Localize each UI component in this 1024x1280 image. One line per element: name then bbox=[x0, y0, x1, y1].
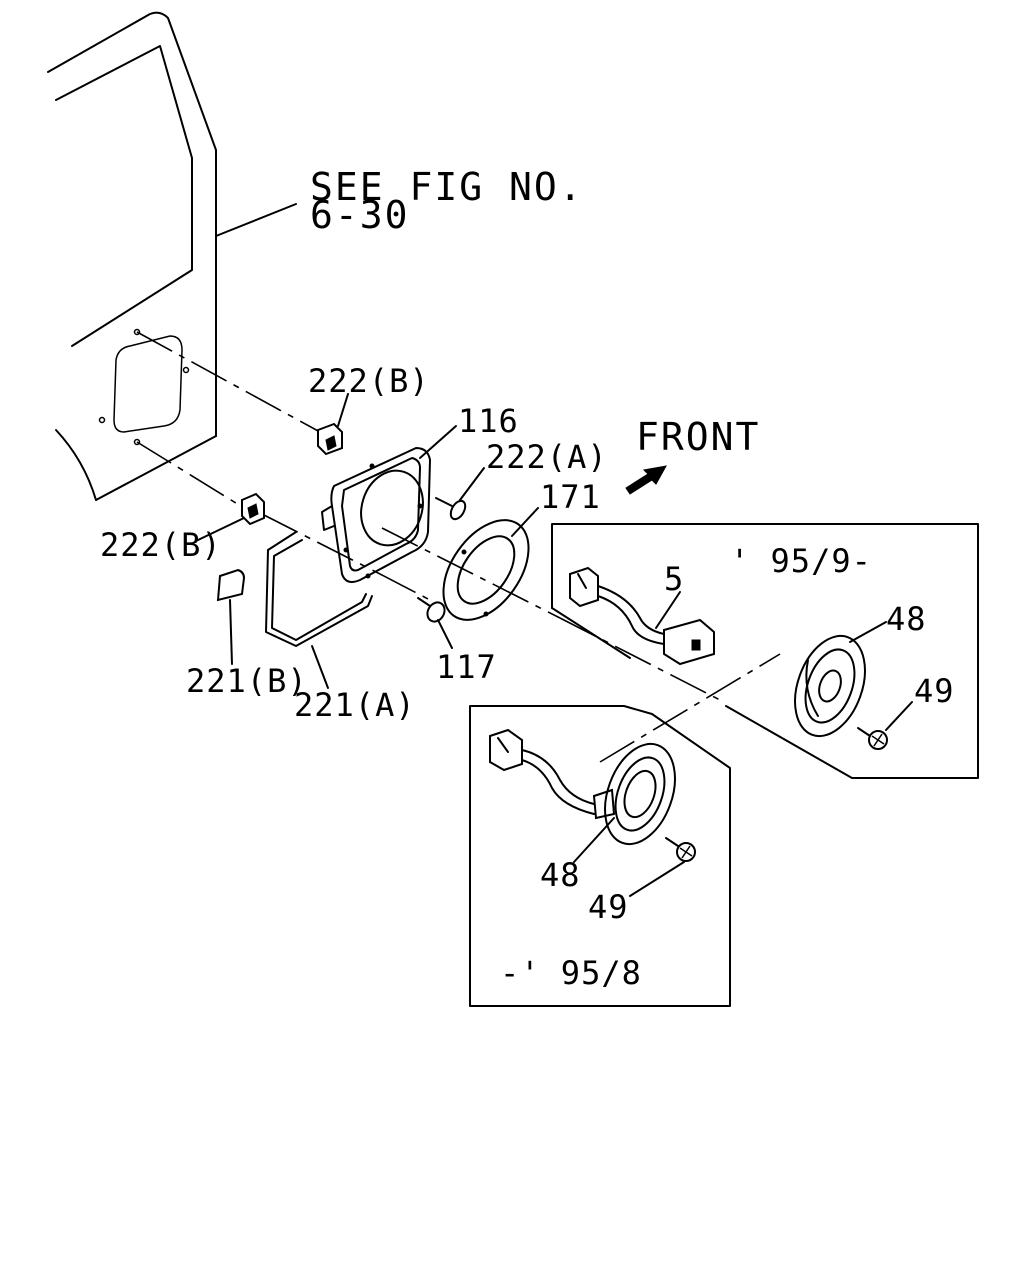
callout-48-late: 48 bbox=[886, 600, 927, 638]
callout-222b-left: 222(B) bbox=[100, 526, 222, 564]
early-variant-box bbox=[469, 705, 731, 1007]
late-variant-box bbox=[551, 523, 979, 779]
variant-label-late: ' 95/9- bbox=[730, 542, 872, 580]
reference-line-1: SEE FIG NO. bbox=[310, 165, 584, 209]
alignment-lines bbox=[136, 331, 781, 763]
callout-116: 116 bbox=[458, 402, 519, 440]
reference-line-2: 6-30 bbox=[310, 193, 410, 237]
seal-221a bbox=[265, 531, 373, 689]
screw-117 bbox=[417, 597, 453, 649]
clip-222b-top bbox=[317, 393, 349, 456]
ring-171 bbox=[442, 507, 539, 621]
screw-222a bbox=[435, 467, 485, 521]
door-panel bbox=[47, 11, 297, 501]
front-label: FRONT bbox=[636, 415, 760, 459]
callout-222a: 222(A) bbox=[486, 438, 608, 476]
callout-117: 117 bbox=[436, 648, 497, 686]
callout-221b: 221(B) bbox=[186, 662, 308, 700]
callout-49-late: 49 bbox=[914, 672, 955, 710]
callout-49-early: 49 bbox=[588, 888, 629, 926]
callout-48-early: 48 bbox=[540, 856, 581, 894]
variant-label-early: -' 95/8 bbox=[500, 954, 642, 992]
callout-221a: 221(A) bbox=[294, 686, 416, 724]
clip-222b-left bbox=[197, 492, 265, 541]
callout-222b-top: 222(B) bbox=[308, 362, 430, 400]
callout-171: 171 bbox=[540, 478, 601, 516]
callout-5: 5 bbox=[664, 560, 684, 598]
front-arrow-icon bbox=[625, 465, 667, 495]
pad-221b bbox=[216, 568, 246, 665]
speaker-bracket-116 bbox=[321, 425, 457, 583]
